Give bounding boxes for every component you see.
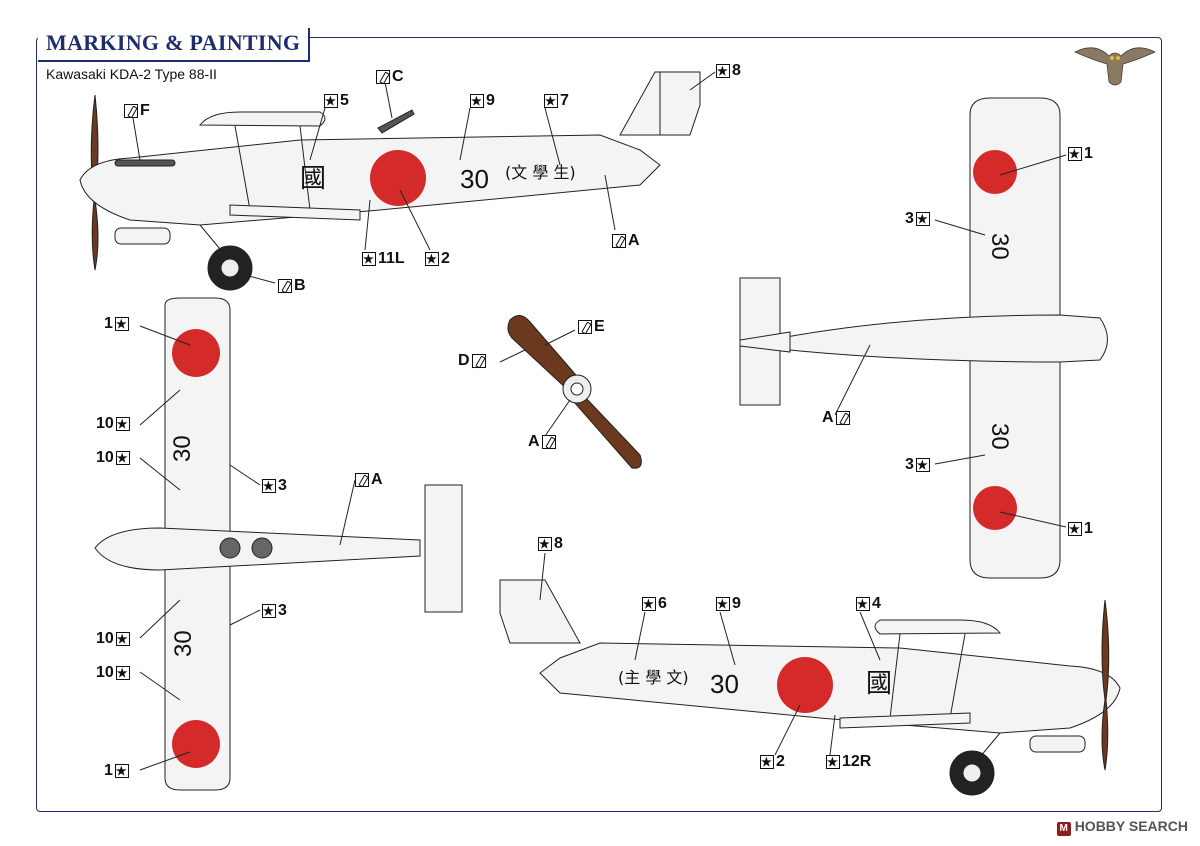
paint-brush-icon [835, 411, 850, 425]
callout-3-tr1: 3 [905, 210, 930, 228]
callout-7: 7 [544, 92, 569, 110]
decal-icon [538, 535, 552, 553]
decal-icon [114, 762, 129, 780]
side-right-kuni: 國 [866, 669, 892, 699]
callout-8-top: 8 [716, 62, 741, 80]
decal-icon [115, 415, 130, 433]
callout-3-bl1: 3 [262, 477, 287, 495]
side-view-left [79, 71, 701, 291]
callout-2-bot: 2 [760, 753, 785, 771]
sheet-frame [36, 37, 1162, 812]
callout-E: E [578, 318, 605, 336]
callout-10-a: 10 [96, 415, 130, 433]
decal-icon [362, 250, 376, 268]
decal-icon [716, 595, 730, 613]
aircraft-subtitle: Kawasaki KDA-2 Type 88-II [46, 66, 217, 82]
side-left-kuni: 國 [300, 164, 326, 194]
callout-3-bl2: 3 [262, 602, 287, 620]
propeller-view [507, 315, 642, 469]
decal-icon [1068, 145, 1082, 163]
decal-icon [826, 753, 840, 771]
callout-A-prop: A [528, 433, 556, 451]
callout-C: C [376, 68, 404, 86]
callout-11L: 11L [362, 250, 405, 268]
decal-icon [262, 477, 276, 495]
callout-A-top: A [612, 232, 640, 250]
callout-9-top: 9 [470, 92, 495, 110]
side-right-number: 30 [710, 669, 739, 699]
side-left-number: 30 [460, 164, 489, 194]
callout-6: 6 [642, 595, 667, 613]
decal-icon [324, 92, 338, 110]
paint-brush-icon [355, 473, 369, 487]
callout-1-tr1: 1 [1068, 145, 1093, 163]
callout-5: 5 [324, 92, 349, 110]
side-right-kanji: (主 學 文) [618, 668, 689, 687]
decal-icon [915, 210, 930, 228]
svg-text:30: 30 [986, 233, 1013, 260]
callout-10-b: 10 [96, 449, 130, 467]
callout-8-bot: 8 [538, 535, 563, 553]
paint-brush-icon [376, 70, 390, 84]
decal-icon [114, 315, 129, 333]
plan-view-right [739, 97, 1108, 579]
callout-F: F [124, 102, 150, 120]
decal-icon [115, 630, 130, 648]
decal-icon [1068, 520, 1082, 538]
paint-brush-icon [471, 354, 486, 368]
svg-text:30: 30 [986, 423, 1013, 450]
callout-1-tr2: 1 [1068, 520, 1093, 538]
callout-12R: 12R [826, 753, 871, 771]
side-view-right [499, 579, 1121, 796]
decal-icon [115, 664, 130, 682]
callout-1-bl2: 1 [104, 762, 129, 780]
leader-lines [132, 71, 1067, 771]
callout-B: B [278, 277, 306, 295]
callout-10-c: 10 [96, 630, 130, 648]
decal-icon [716, 62, 730, 80]
page-title: MARKING & PAINTING [38, 28, 311, 62]
callout-D: D [458, 352, 486, 370]
callout-4: 4 [856, 595, 881, 613]
svg-text:30: 30 [170, 630, 197, 657]
callout-A-bl: A [355, 471, 383, 489]
paint-brush-icon [278, 279, 292, 293]
paint-brush-icon [578, 320, 592, 334]
hobby-search-logo-icon: M [1056, 822, 1071, 836]
callout-1-bl1: 1 [104, 315, 129, 333]
callout-A-right: A [822, 409, 850, 427]
callout-2-top: 2 [425, 250, 450, 268]
callout-10-d: 10 [96, 664, 130, 682]
paint-brush-icon [541, 435, 556, 449]
decal-icon [642, 595, 656, 613]
decal-icon [262, 602, 276, 620]
side-left-kanji: (文 學 生) [505, 163, 576, 182]
svg-text:30: 30 [169, 435, 196, 462]
owl-emblem-icon [1074, 47, 1156, 86]
plan-view-left [94, 297, 463, 791]
decal-icon [425, 250, 439, 268]
callout-9-bot: 9 [716, 595, 741, 613]
decal-icon [115, 449, 130, 467]
decal-icon [544, 92, 558, 110]
decal-icon [856, 595, 870, 613]
decal-icon [760, 753, 774, 771]
paint-brush-icon [612, 234, 626, 248]
paint-brush-icon [124, 104, 138, 118]
decal-icon [470, 92, 484, 110]
decal-icon [915, 456, 930, 474]
callout-3-tr2: 3 [905, 456, 930, 474]
